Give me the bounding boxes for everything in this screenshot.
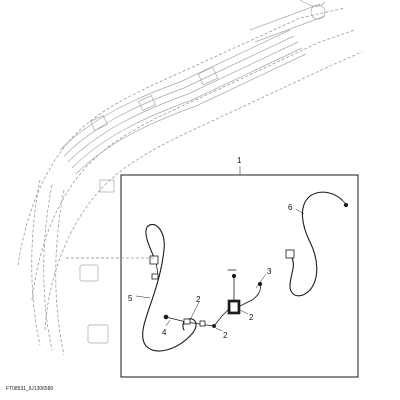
callout-4: 4 — [162, 328, 167, 337]
callout-leaders — [135, 166, 305, 332]
connector-block — [213, 269, 263, 327]
callout-2: 2 — [196, 295, 201, 304]
callout-2: 2 — [223, 331, 228, 340]
callout-1: 1 — [237, 156, 242, 165]
callout-2: 2 — [249, 313, 254, 322]
harness-5 — [142, 224, 197, 352]
callout-5: 5 — [128, 294, 133, 303]
callout-6: 6 — [288, 203, 293, 212]
figure-id: FT08531_IU1306580 — [6, 386, 53, 392]
callout-3: 3 — [267, 267, 272, 276]
detail-frame — [120, 174, 359, 378]
harness-6 — [285, 191, 349, 297]
boom-ghost-drawing — [17, 0, 363, 356]
harness-4 — [163, 314, 216, 328]
